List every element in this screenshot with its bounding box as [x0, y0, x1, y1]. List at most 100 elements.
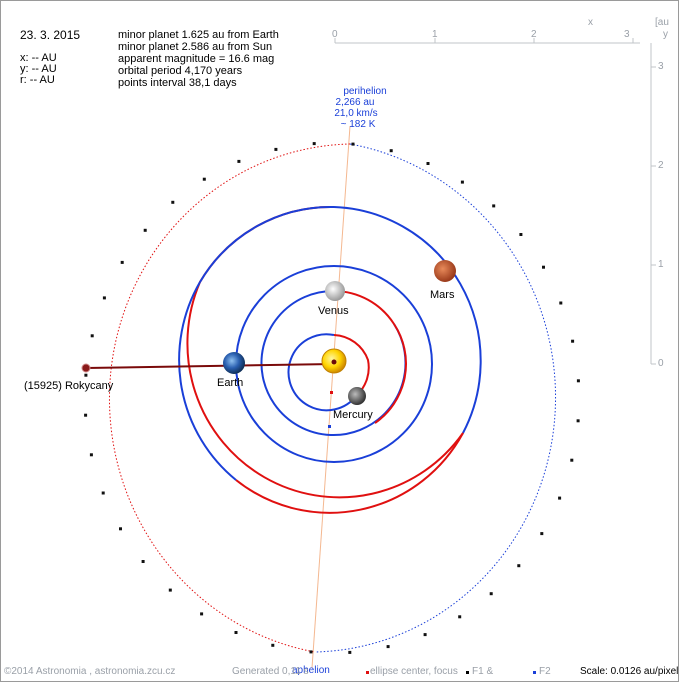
asteroid-orbit-point [559, 301, 563, 305]
perihelion-distance: 2,266 au [335, 97, 375, 108]
asteroid-orbit-point [492, 204, 496, 208]
mars-orbit-red-lower [235, 432, 464, 514]
copyright-text: ©2014 Astronomia , astronomia.zcu.cz [4, 666, 176, 677]
distance-sun: minor planet 2.586 au from Sun [118, 41, 273, 53]
mercury-planet[interactable] [348, 387, 366, 405]
legend-f2: F2 [539, 666, 551, 677]
asteroid-orbit-point [274, 147, 278, 151]
asteroid-orbit-point [389, 149, 393, 153]
asteroid-orbit-point [570, 458, 574, 462]
asteroid-orbit-point [89, 453, 93, 457]
earth-planet[interactable] [223, 352, 245, 374]
asteroid-label: (15925) Rokycany [24, 380, 114, 392]
points-interval: points interval 38,1 days [118, 77, 237, 89]
y-tick-0: 0 [658, 358, 664, 369]
asteroid-orbit-point [558, 496, 562, 500]
asteroid-orbit-point [84, 413, 88, 417]
asteroid-orbit-south [108, 143, 351, 653]
x-tick-1: 1 [432, 29, 438, 40]
asteroid-orbit-point [102, 296, 106, 300]
asteroid-orbit-point [202, 177, 206, 181]
venus-orbit-red [333, 290, 408, 424]
x-tick-0: 0 [332, 29, 338, 40]
earth-label: Earth [217, 377, 244, 389]
asteroid-orbit-point [200, 612, 204, 616]
mars-label: Mars [430, 289, 455, 301]
asteroid-orbit-point [540, 532, 544, 536]
date-readout: 23. 3. 2015 [20, 28, 81, 42]
asteroid-orbit-point [84, 373, 88, 377]
perihelion-temperature: ~ 182 K [340, 119, 376, 130]
asteroid-orbit-point [101, 491, 105, 495]
y-tick-1: 1 [658, 259, 664, 270]
asteroid-orbit-point [348, 650, 352, 654]
perihelion-title: perihelion [343, 86, 387, 97]
asteroid-orbit-point [426, 162, 430, 165]
x-axis-unit: x [588, 17, 593, 28]
y-tick-2: 2 [658, 160, 664, 171]
asteroid-orbit-points [84, 142, 580, 654]
asteroid-orbit-point [119, 527, 122, 531]
mars-planet[interactable] [434, 260, 456, 282]
asteroid-rokycany[interactable] [81, 363, 91, 373]
asteroid-orbit-point [517, 564, 521, 568]
mercury-orbit-red [333, 334, 370, 396]
asteroid-orbit-point [542, 265, 545, 269]
asteroid-orbit-point [309, 650, 313, 654]
distance-earth: minor planet 1.625 au from Earth [118, 29, 279, 41]
legend-f1: F1 & [472, 666, 494, 677]
r-coord: r: -- AU [20, 74, 55, 86]
y-tick-3: 3 [658, 61, 664, 72]
asteroid-orbit-north [314, 143, 557, 653]
asteroid-orbit-point [143, 228, 147, 232]
asteroid-radius-line [85, 363, 335, 369]
mars-orbit-north [333, 206, 482, 434]
perihelion-info: perihelion 2,266 au 21,0 km/s ~ 182 K [320, 86, 410, 130]
asteroid-orbit-point [576, 379, 580, 383]
asteroid-orbit-point [351, 142, 355, 146]
perihelion-speed: 21,0 km/s [334, 108, 378, 119]
asteroid-orbit-point [234, 631, 238, 634]
asteroid-orbit-point [141, 560, 145, 563]
x-coord: x: -- AU [20, 52, 57, 64]
legend-ellipse-marker [366, 671, 369, 674]
generated-time: Generated 0,11 s [232, 666, 309, 677]
x-tick-3: 3 [624, 29, 630, 40]
asteroid-orbit-point [386, 645, 390, 649]
x-axis [334, 38, 640, 44]
asteroid-orbit-point [576, 419, 580, 423]
y-axis [650, 43, 656, 365]
apsis-line [311, 125, 351, 669]
legend-f2-marker [533, 671, 536, 674]
x-tick-2: 2 [531, 29, 537, 40]
y-coord: y: -- AU [20, 63, 57, 75]
asteroid-orbit-point [458, 615, 462, 619]
scale-readout: Scale: 0.0126 au/pixel [580, 666, 679, 677]
asteroid-orbit-point [571, 339, 575, 343]
sun-center-dot [331, 359, 337, 365]
mercury-orbit-blue [287, 333, 358, 412]
au-unit-label: [au [655, 17, 669, 28]
apparent-magnitude: apparent magnitude = 16.6 mag [118, 53, 275, 65]
venus-label: Venus [318, 305, 349, 317]
asteroid-orbit-point [168, 588, 172, 592]
focus-f2-marker [328, 425, 331, 428]
asteroid-orbit-point [120, 260, 124, 264]
venus-planet[interactable] [325, 281, 345, 301]
asteroid-orbit-point [237, 159, 241, 163]
orbital-period: orbital period 4,170 years [118, 65, 243, 77]
asteroid-orbit-point [423, 633, 427, 637]
asteroid-orbit-point [460, 180, 464, 184]
asteroid-orbit-point [90, 334, 94, 338]
y-axis-unit: y [663, 29, 668, 40]
asteroid-orbit-point [171, 200, 175, 204]
coords-readout: x: -- AU y: -- AU r: -- AU [20, 53, 57, 86]
mars-orbit-blue-lowerleft [178, 281, 237, 481]
legend-f1-marker [466, 671, 469, 674]
legend-ellipse-center: ellipse center, focus [370, 666, 458, 677]
mercury-label: Mercury [333, 409, 373, 421]
asteroid-orbit-point [271, 643, 275, 647]
ellipse-center-marker [330, 391, 333, 394]
asteroid-orbit-point [489, 592, 493, 596]
